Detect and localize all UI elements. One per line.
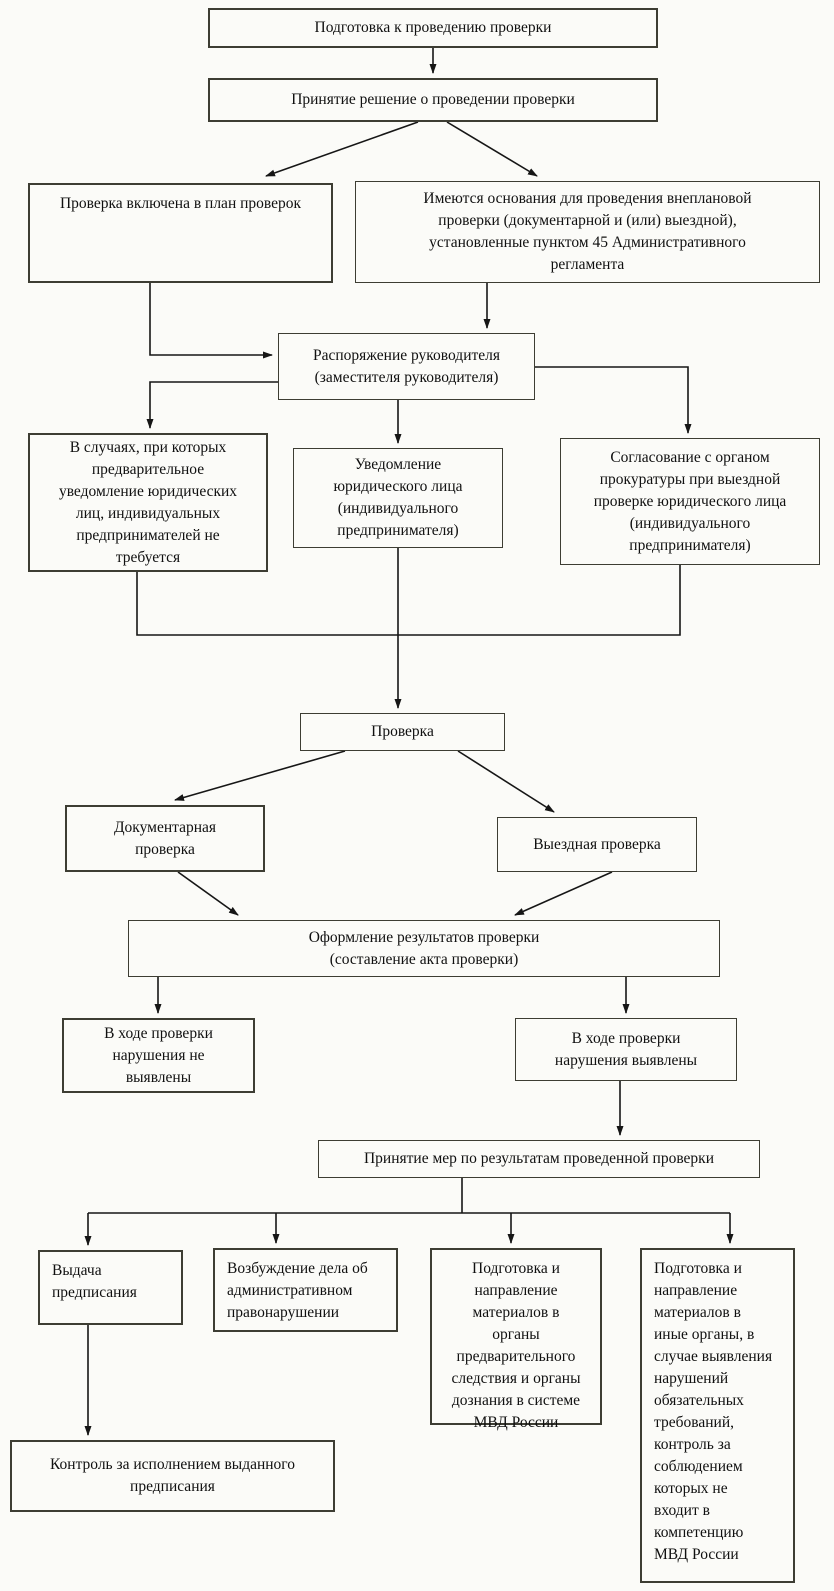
node-plan: Проверка включена в план проверок (28, 183, 333, 283)
node-no-violations-label: В ходе проверки нарушения не выявлены (104, 1024, 213, 1086)
edge-field-results (514, 871, 613, 916)
node-prosecutor-approval: Согласование с органом прокуратуры при в… (560, 438, 820, 565)
node-results: Оформление результатов проверки (составл… (128, 920, 720, 977)
edge-documentary-results (177, 871, 239, 916)
node-field: Выездная проверка (497, 817, 697, 872)
edge-order-nonotice (146, 381, 278, 429)
node-inspection-label: Проверка (371, 723, 434, 740)
node-documentary-label: Документарная проверка (113, 818, 217, 858)
node-other-materials-label: Подготовка и направление материалов в ин… (654, 1260, 773, 1563)
node-unscheduled-grounds-label: Имеются основания для проведения внеплан… (423, 190, 752, 273)
node-prescription-label: Выдача предписания (52, 1262, 137, 1301)
node-admin-case-label: Возбуждение дела об административном пра… (227, 1260, 368, 1321)
node-other-materials: Подготовка и направление материалов в ин… (640, 1248, 795, 1583)
node-decision-label: Принятие решение о проведении проверки (291, 91, 575, 108)
edge-order-prosecutor (535, 366, 692, 434)
node-results-label: Оформление результатов проверки (составл… (308, 928, 540, 968)
node-preparation-label: Подготовка к проведению проверки (314, 19, 552, 36)
node-prescription: Выдача предписания (38, 1250, 183, 1325)
node-admin-case: Возбуждение дела об административном пра… (213, 1248, 398, 1332)
node-no-notice-needed: В случаях, при которых предварительное у… (28, 433, 268, 572)
node-mvd-materials-label: Подготовка и направление материалов в ор… (451, 1260, 581, 1431)
node-prescription-control-label: Контроль за исполнением выданного предпи… (49, 1456, 296, 1495)
edge-plan-order (149, 283, 273, 359)
node-no-notice-needed-label: В случаях, при которых предварительное у… (58, 438, 238, 566)
node-notice-label: Уведомление юридического лица (индивидуа… (333, 456, 463, 539)
edge-merge-bracket (136, 565, 681, 636)
node-preparation: Подготовка к проведению проверки (208, 8, 658, 48)
node-plan-label: Проверка включена в план проверок (59, 195, 302, 212)
edge-inspection-field (457, 750, 555, 813)
node-unscheduled-grounds: Имеются основания для проведения внеплан… (355, 181, 820, 283)
node-no-violations: В ходе проверки нарушения не выявлены (62, 1018, 255, 1093)
node-prescription-control: Контроль за исполнением выданного предпи… (10, 1440, 335, 1512)
node-violations-found-label: В ходе проверки нарушения выявлены (554, 1029, 698, 1069)
node-mvd-materials: Подготовка и направление материалов в ор… (430, 1248, 602, 1431)
edge-decision-plan (265, 121, 419, 177)
node-documentary: Документарная проверка (65, 805, 265, 872)
node-violations-found: В ходе проверки нарушения выявлены (515, 1018, 737, 1081)
edge-inspection-documentary (174, 750, 346, 801)
node-notice: Уведомление юридического лица (индивидуа… (293, 448, 503, 548)
node-field-label: Выездная проверка (533, 835, 661, 853)
node-inspection: Проверка (300, 713, 505, 751)
node-measures-label: Принятие мер по результатам проведенной … (363, 1150, 715, 1167)
node-order: Распоряжение руководителя (заместителя р… (278, 333, 535, 400)
node-decision: Принятие решение о проведении проверки (208, 78, 658, 122)
node-order-label: Распоряжение руководителя (заместителя р… (312, 346, 501, 386)
edge-decision-unscheduled (446, 121, 538, 177)
node-measures: Принятие мер по результатам проведенной … (318, 1140, 760, 1178)
node-prosecutor-approval-label: Согласование с органом прокуратуры при в… (593, 448, 787, 554)
